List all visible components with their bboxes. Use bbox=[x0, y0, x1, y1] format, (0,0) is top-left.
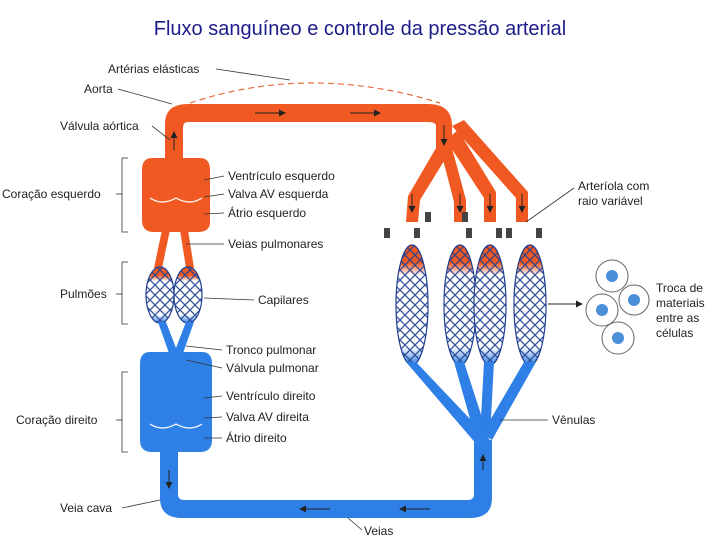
pulmonary-vein-left bbox=[154, 230, 170, 268]
label-pulmonary-veins: Veias pulmonares bbox=[228, 237, 323, 251]
label-right-ventricle: Ventrículo direito bbox=[226, 389, 316, 403]
label-exchange-line4: células bbox=[656, 326, 693, 340]
label-lungs: Pulmões bbox=[60, 287, 107, 301]
label-pulmonary-trunk: Tronco pulmonar bbox=[226, 343, 316, 357]
label-aorta: Aorta bbox=[84, 82, 113, 96]
right-heart bbox=[140, 352, 212, 452]
label-exchange-line3: entre as bbox=[656, 311, 699, 325]
label-left-av-valve: Valva AV esquerda bbox=[228, 187, 329, 201]
label-right-av-valve: Valva AV direita bbox=[226, 410, 309, 424]
elastic-arteries-arc bbox=[190, 83, 440, 103]
pulmonary-vein-right bbox=[180, 230, 194, 268]
label-veins: Veias bbox=[364, 524, 393, 538]
label-exchange-line2: materiais bbox=[656, 296, 705, 310]
label-right-atrium: Átrio direito bbox=[226, 430, 287, 445]
label-arteriole-line1: Arteríola com bbox=[578, 179, 649, 193]
arterial-system bbox=[142, 104, 528, 268]
vena-cava bbox=[160, 440, 492, 518]
label-pulmonary-valve: Válvula pulmonar bbox=[226, 361, 319, 375]
label-aortic-valve: Válvula aórtica bbox=[60, 119, 139, 133]
label-venules: Vênulas bbox=[552, 413, 595, 427]
venous-system bbox=[140, 322, 536, 518]
pulmonary-trunk bbox=[158, 322, 194, 356]
tissue-cells bbox=[586, 260, 649, 354]
label-left-ventricle: Ventrículo esquerdo bbox=[228, 169, 335, 183]
systemic-capillaries bbox=[396, 245, 546, 365]
aorta bbox=[165, 104, 452, 160]
label-right-heart: Coração direito bbox=[16, 413, 98, 427]
label-left-heart: Coração esquerdo bbox=[2, 187, 101, 201]
label-vena-cava: Veia cava bbox=[60, 501, 112, 515]
left-heart bbox=[142, 158, 210, 232]
label-arteriole-line2: raio variável bbox=[578, 194, 643, 208]
label-left-atrium: Átrio esquerdo bbox=[228, 205, 306, 220]
lung-capillaries bbox=[146, 267, 202, 323]
label-exchange-line1: Troca de bbox=[656, 281, 703, 295]
label-elastic-arteries: Artérias elásticas bbox=[108, 62, 199, 76]
left-brackets bbox=[116, 158, 128, 452]
label-capillaries: Capilares bbox=[258, 293, 309, 307]
